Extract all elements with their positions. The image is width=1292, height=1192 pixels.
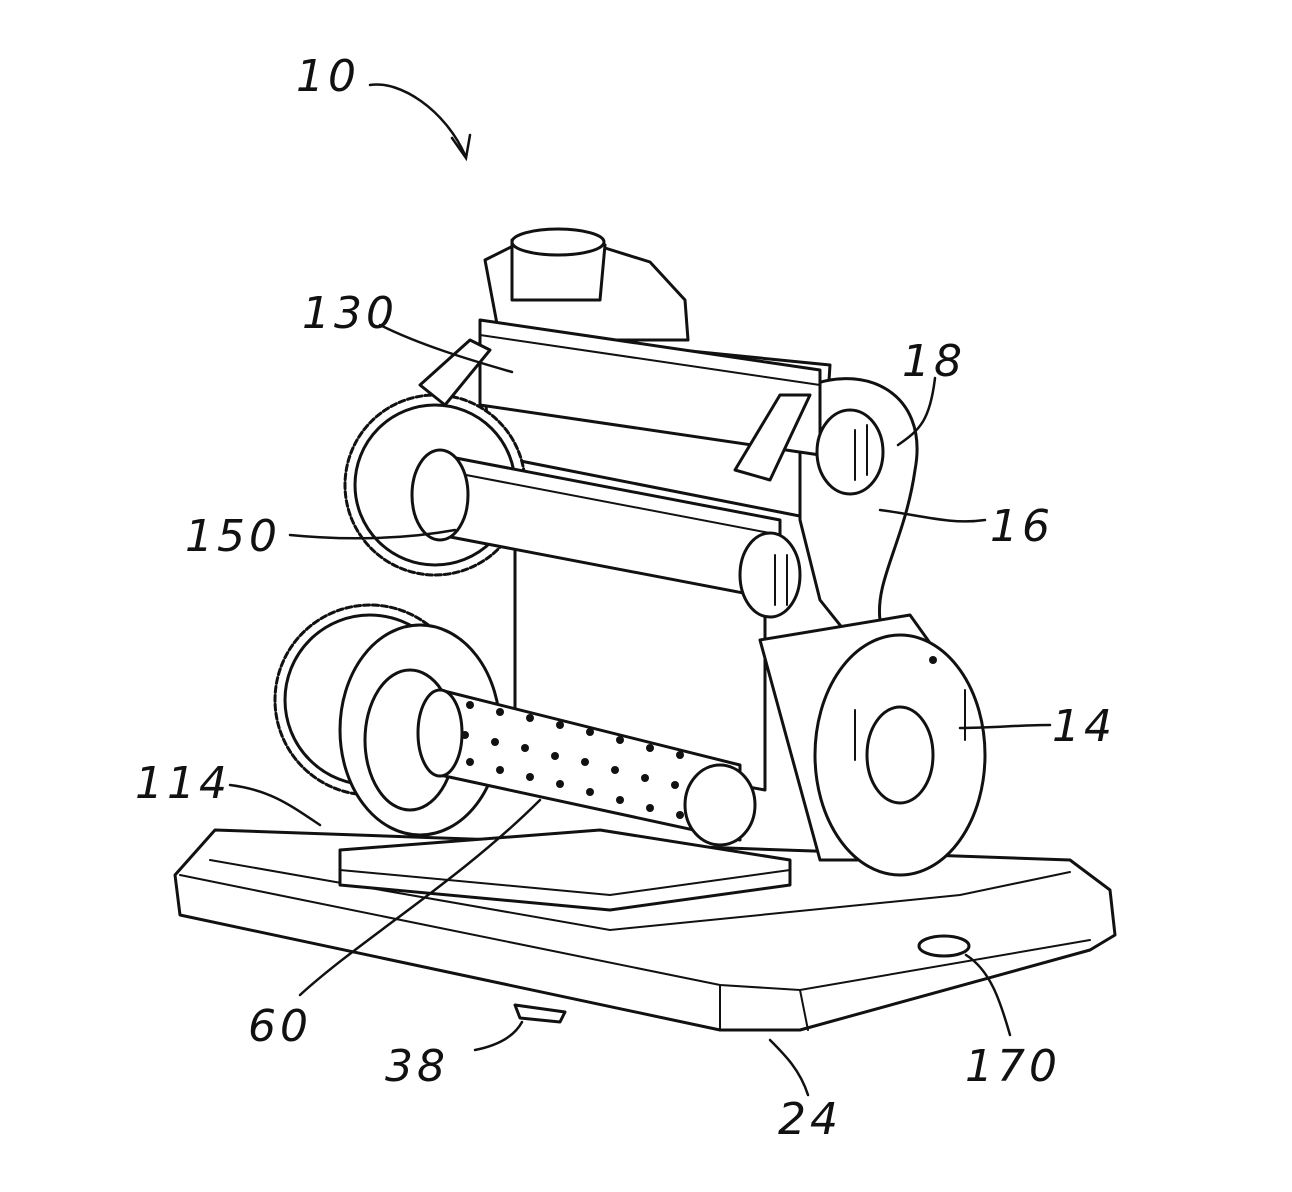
label-base-hole: 170 — [965, 1045, 1061, 1089]
wheel — [760, 615, 985, 875]
label-foot: 38 — [385, 1045, 449, 1089]
label-lower-gear: 114 — [135, 762, 231, 806]
label-lower-roller: 150 — [185, 515, 281, 559]
label-upper-roller: 130 — [302, 292, 398, 336]
label-side-plate-edge: 18 — [902, 340, 966, 384]
label-assembly: 10 — [296, 55, 360, 99]
label-wheel: 14 — [1052, 705, 1116, 749]
foot — [515, 1005, 565, 1022]
label-base-front: 24 — [778, 1098, 842, 1142]
label-brush: 60 — [248, 1005, 312, 1049]
base-hole — [919, 936, 969, 956]
label-side-plate: 16 — [990, 505, 1054, 549]
